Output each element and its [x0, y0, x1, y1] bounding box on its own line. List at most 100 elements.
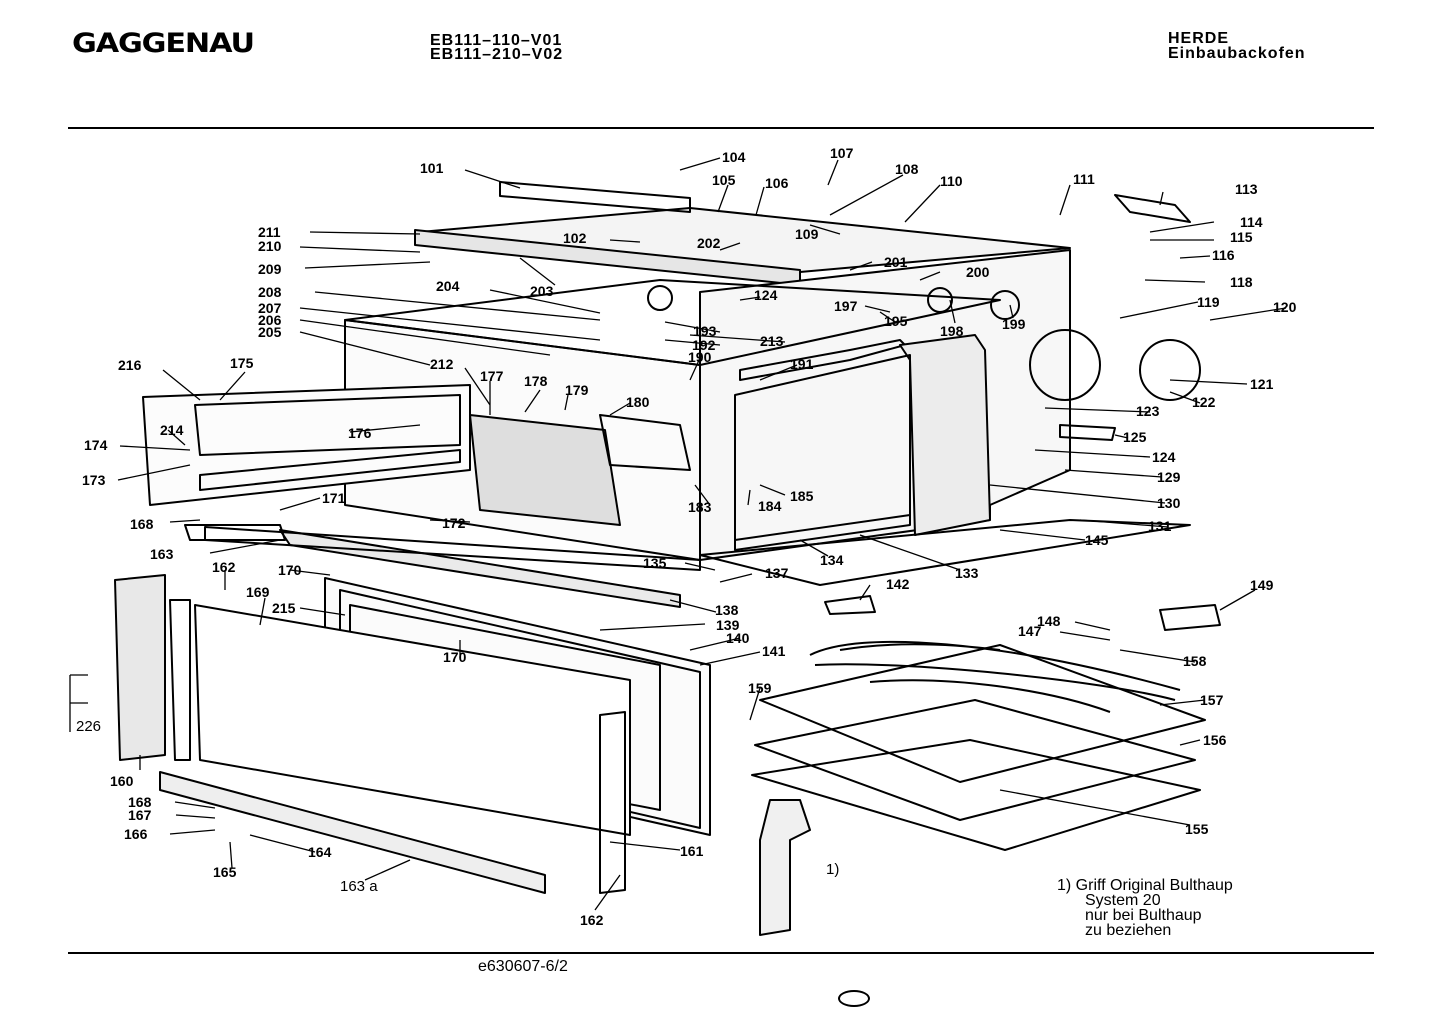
callout-106: 106 — [765, 175, 789, 191]
callout-114: 114 — [1240, 214, 1263, 230]
callout-111: 111 — [1073, 171, 1095, 187]
callout-123: 123 — [1136, 403, 1160, 419]
callout-212: 212 — [430, 356, 454, 372]
callout-185: 185 — [790, 488, 814, 504]
callout-173: 173 — [82, 472, 106, 488]
callout-177: 177 — [480, 368, 504, 384]
callout-165: 165 — [213, 864, 237, 880]
callout-197: 197 — [834, 298, 858, 314]
callout-155: 155 — [1185, 821, 1209, 837]
callout-124b: 124 — [1152, 449, 1176, 465]
callout-147: 147 — [1018, 623, 1042, 639]
brand-logo: GAGGENAU — [72, 28, 255, 59]
callout-148: 148 — [1037, 613, 1061, 629]
callout-168b: 168 — [128, 794, 152, 810]
callout-216: 216 — [118, 357, 142, 373]
callout-107: 107 — [830, 145, 854, 161]
callout-202: 202 — [697, 235, 721, 251]
category-subtitle: Einbaubackofen — [1168, 45, 1306, 62]
note-line-4: zu beziehen — [1085, 922, 1172, 939]
category-title: HERDE — [1168, 30, 1230, 47]
callout-214: 214 — [160, 422, 184, 438]
callout-115: 115 — [1230, 229, 1253, 245]
callout-162b: 162 — [580, 912, 604, 928]
callout-102: 102 — [563, 230, 587, 246]
callout-140: 140 — [726, 630, 750, 646]
callout-211: 211 — [258, 224, 281, 240]
bottom-rule — [68, 952, 1374, 954]
handle-note: 1) Griff Original Bulthaup System 20 nur… — [1057, 877, 1233, 939]
callout-145: 145 — [1085, 532, 1109, 548]
callout-203: 203 — [530, 283, 554, 299]
callout-209: 209 — [258, 261, 282, 277]
callout-178: 178 — [524, 373, 548, 389]
callout-171: 171 — [322, 490, 346, 506]
callout-109: 109 — [795, 226, 819, 242]
callout-205: 205 — [258, 324, 282, 340]
note-line-1: 1) Griff Original Bulthaup — [1057, 877, 1233, 894]
callout-110: 110 — [940, 173, 963, 189]
model-number-2: EB111–210–V02 — [430, 46, 564, 63]
callout-137: 137 — [765, 565, 789, 581]
footnote-marker: 1) — [826, 861, 839, 878]
callout-105: 105 — [712, 172, 736, 188]
callout-170b: 170 — [443, 649, 467, 665]
callout-122: 122 — [1192, 394, 1216, 410]
callout-120: 120 — [1273, 299, 1297, 315]
callout-184: 184 — [758, 498, 782, 514]
callout-201: 201 — [884, 254, 908, 270]
callout-190: 190 — [688, 349, 712, 365]
top-rule — [68, 127, 1374, 129]
callout-129: 129 — [1157, 469, 1181, 485]
callout-174: 174 — [84, 437, 108, 453]
callout-141: 141 — [762, 643, 786, 659]
callout-134: 134 — [820, 552, 844, 568]
callout-113: 113 — [1235, 181, 1258, 197]
callout-133: 133 — [955, 565, 979, 581]
callout-125: 125 — [1123, 429, 1147, 445]
callout-179: 179 — [565, 382, 589, 398]
callout-159: 159 — [748, 680, 772, 696]
callout-215: 215 — [272, 600, 296, 616]
callout-135: 135 — [643, 555, 667, 571]
note-line-2: System 20 — [1085, 892, 1161, 909]
callout-213: 213 — [760, 333, 784, 349]
callout-104: 104 — [722, 149, 746, 165]
callout-142: 142 — [886, 576, 910, 592]
callout-162: 162 — [212, 559, 236, 575]
model-number-1: EB111–110–V01 — [430, 32, 563, 49]
callout-180: 180 — [626, 394, 650, 410]
callout-166: 166 — [124, 826, 148, 842]
parts-drawing — [114, 181, 1221, 936]
callout-167: 167 — [128, 807, 152, 823]
callout-139: 139 — [716, 617, 740, 633]
callout-121: 121 — [1250, 376, 1274, 392]
callout-206: 206 — [258, 312, 282, 328]
leader-lines — [69, 157, 1287, 911]
callout-156: 156 — [1203, 732, 1227, 748]
callout-183: 183 — [688, 499, 712, 515]
callout-numbers: 101 104 107 105 106 108 110 111 113 211 … — [76, 145, 1297, 928]
callout-193: 193 — [693, 323, 717, 339]
callout-119: 119 — [1197, 294, 1220, 310]
callout-116: 116 — [1212, 247, 1235, 263]
note-line-3: nur bei Bulthaup — [1085, 907, 1202, 924]
callout-158: 158 — [1183, 653, 1207, 669]
callout-118: 118 — [1230, 274, 1253, 290]
callout-130: 130 — [1157, 495, 1181, 511]
callout-199: 199 — [1002, 316, 1026, 332]
callout-208: 208 — [258, 284, 282, 300]
callout-169: 169 — [246, 584, 270, 600]
callout-149: 149 — [1250, 577, 1274, 593]
callout-226: 226 — [76, 718, 101, 735]
callout-101: 101 — [420, 160, 444, 176]
callout-138: 138 — [715, 602, 739, 618]
callout-131: 131 — [1148, 518, 1172, 534]
callout-198: 198 — [940, 323, 964, 339]
callout-108: 108 — [895, 161, 919, 177]
callout-192: 192 — [692, 337, 716, 353]
callout-210: 210 — [258, 238, 282, 254]
callout-172: 172 — [442, 515, 466, 531]
callout-168: 168 — [130, 516, 154, 532]
